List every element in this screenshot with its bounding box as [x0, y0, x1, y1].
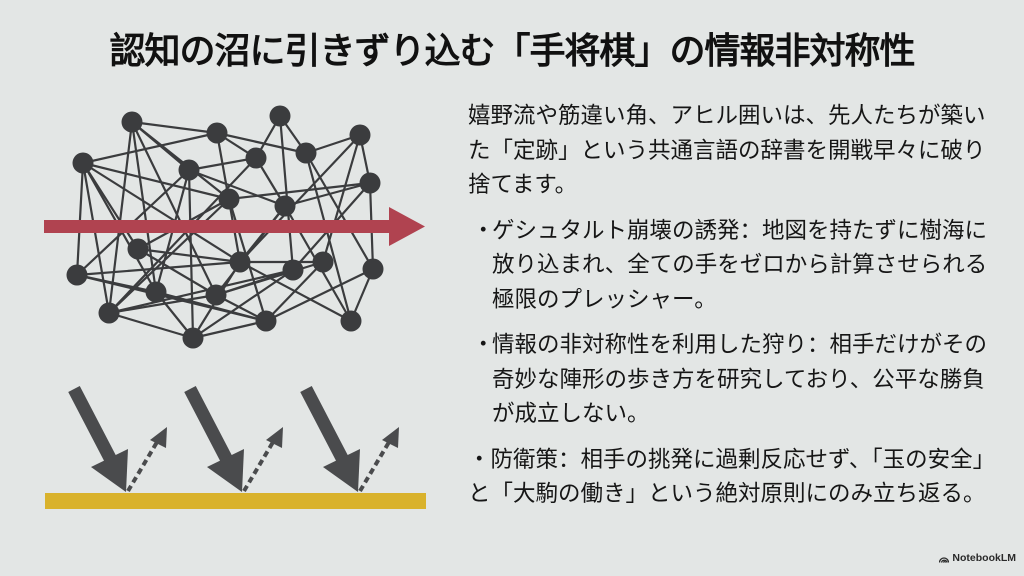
bullet-item: ・ 情報の非対称性を利用した狩り：相手だけがその奇妙な陣形の歩き方を研究しており…: [468, 328, 988, 432]
notebooklm-logo-icon: [939, 556, 950, 563]
bullet-item: ・防衛策：相手の挑発に過剰反応せず、「玉の安全」と「大駒の働き」という絶対原則に…: [468, 446, 986, 508]
illustration: [0, 0, 460, 572]
bullet-item: ・ ゲシュタルト崩壊の誘発：地図を持たずに樹海に放り込まれ、全ての手をゼロから計…: [468, 214, 988, 318]
branding: NotebookLM: [939, 552, 1016, 564]
text-panel: 嬉野流や筋違い角、アヒル囲いは、先人たちが築いた「定跡」という共通言語の辞書を開…: [468, 99, 988, 512]
network-nodes: [66, 105, 384, 349]
right-arrow-icon: [44, 207, 425, 246]
brand-label: NotebookLM: [952, 552, 1016, 564]
bullet-text: ゲシュタルト崩壊の誘発：地図を持たずに樹海に放り込まれ、全ての手をゼロから計算さ…: [492, 217, 988, 313]
intro-paragraph: 嬉野流や筋違い角、アヒル囲いは、先人たちが築いた「定跡」という共通言語の辞書を開…: [468, 103, 986, 198]
ground-bar: [45, 493, 426, 509]
bullet-text: 情報の非対称性を利用した狩り：相手だけがその奇妙な陣形の歩き方を研究しており、公…: [492, 332, 988, 427]
deflected-arrows-icon: [45, 385, 426, 509]
bullet-marker: ・: [472, 217, 495, 244]
tangled-network-icon: [44, 105, 426, 509]
slide-title: 認知の沼に引きずり込む「手将棋」の情報非対称性: [109, 31, 915, 72]
bullet-marker: ・: [472, 332, 495, 358]
